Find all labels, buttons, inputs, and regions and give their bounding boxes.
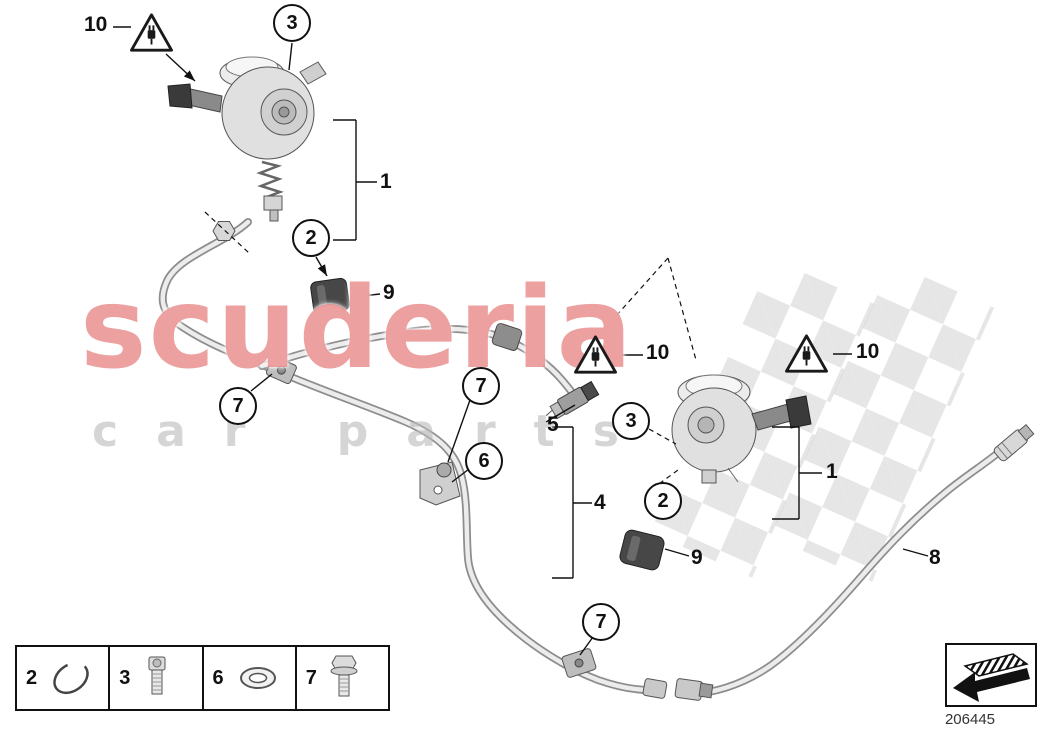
callout-6-bracket[interactable]: 6 <box>465 442 503 480</box>
high-pressure-pump-left <box>167 56 327 222</box>
callout-3-pump-right[interactable]: 3 <box>612 402 650 440</box>
pipe-fittings <box>212 221 1035 701</box>
direction-arrow-icon <box>953 653 1030 702</box>
callout-7-bolt[interactable]: 7 <box>462 367 500 405</box>
warning-plug-triangle-icon <box>783 333 830 375</box>
label-10-warning-mid[interactable]: 10 <box>646 341 670 364</box>
legend-item-3[interactable]: 3 <box>110 647 204 709</box>
seal-ring-icon <box>239 667 276 689</box>
high-pressure-pump-right <box>671 374 812 484</box>
pump-spring <box>256 160 284 200</box>
legend-number: 2 <box>26 666 38 689</box>
hex-bolt-icon <box>330 655 358 697</box>
holder-bracket <box>419 461 461 506</box>
snap-ring-icon <box>53 661 89 695</box>
callout-7-clamp-2[interactable]: 7 <box>582 603 620 641</box>
warning-plug-triangle-icon <box>128 12 175 54</box>
vibration-damper-right <box>619 529 665 571</box>
legend-number: 7 <box>305 666 317 689</box>
legend-number: 3 <box>119 666 131 689</box>
reference-dashes <box>204 211 697 490</box>
callout-3-pump-left[interactable]: 3 <box>273 4 311 42</box>
leader-lines <box>113 26 929 656</box>
label-9-damper-right[interactable]: 9 <box>691 546 703 569</box>
legend-item-6[interactable]: 6 <box>204 647 297 709</box>
hose-couplings <box>642 678 714 701</box>
legend-item-2[interactable]: 2 <box>17 647 111 709</box>
hex-fitting <box>212 221 236 241</box>
label-9-damper-left[interactable]: 9 <box>383 281 395 304</box>
label-10-warning-right[interactable]: 10 <box>856 340 880 363</box>
callout-7-clamp-1[interactable]: 7 <box>219 387 257 425</box>
direction-indicator-box <box>945 643 1037 707</box>
label-4-fuel-line[interactable]: 4 <box>594 491 606 514</box>
callout-2-pump-left[interactable]: 2 <box>292 219 330 257</box>
label-10-warning-left[interactable]: 10 <box>84 13 108 36</box>
callout-2-pump-right[interactable]: 2 <box>644 482 682 520</box>
pump-connector <box>785 395 812 429</box>
legend-item-7[interactable]: 7 <box>297 647 388 709</box>
pressure-sensor <box>545 380 600 422</box>
parts-legend: 2 3 6 7 <box>15 645 390 711</box>
pipe-clamp <box>265 356 297 385</box>
rubber-bushing <box>491 323 523 351</box>
warning-plug-triangle-icon <box>572 334 619 376</box>
label-5-sensor[interactable]: 5 <box>547 413 559 436</box>
legend-number: 6 <box>212 666 224 689</box>
label-8-hose[interactable]: 8 <box>929 546 941 569</box>
diagram-number: 206445 <box>944 711 996 728</box>
vibration-damper-left <box>310 277 350 315</box>
socket-head-screw-icon <box>148 656 166 695</box>
pump-connector <box>167 83 193 109</box>
label-1-pump-left[interactable]: 1 <box>380 170 392 193</box>
quick-connector <box>993 423 1035 462</box>
pipe-clamp <box>561 648 597 678</box>
label-1-pump-right[interactable]: 1 <box>826 460 838 483</box>
